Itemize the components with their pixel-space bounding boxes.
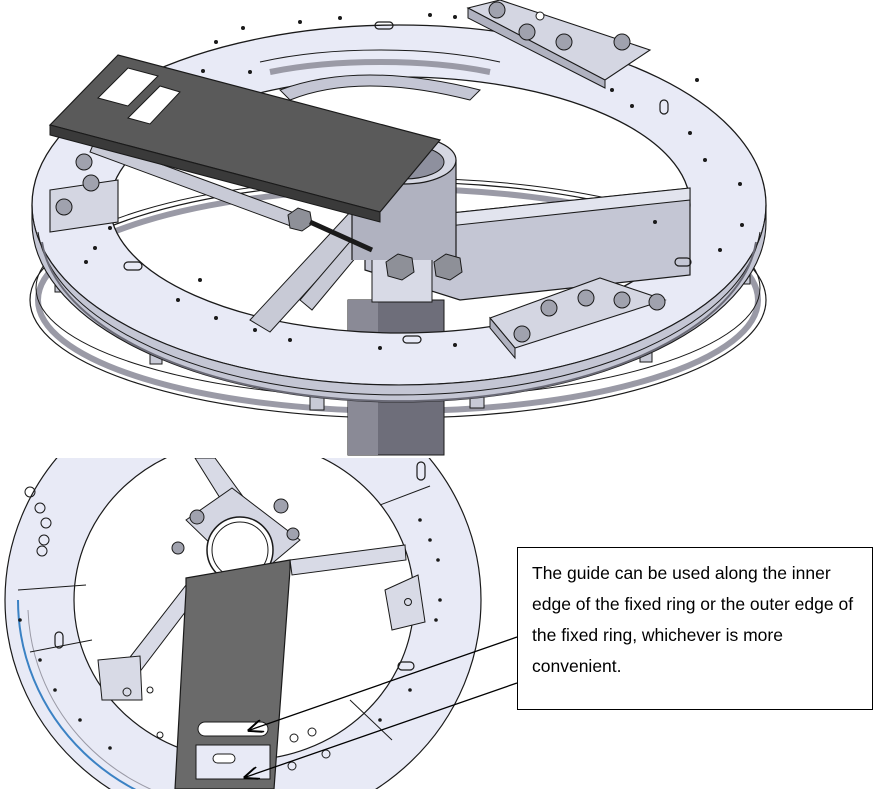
arrow-icon (250, 636, 518, 730)
slot-mark-icon (123, 21, 692, 344)
bracket-left (97, 655, 143, 701)
callout-box: The guide can be used along the inner ed… (517, 547, 873, 710)
hex-bolt-icon (171, 498, 300, 555)
hex-bolt-icon (287, 207, 463, 281)
arrow-icon (246, 682, 518, 777)
guide-plate (48, 54, 442, 223)
ring-holes (84, 13, 744, 350)
hex-bolt-icon (55, 1, 666, 343)
bottom-plan-view (4, 458, 518, 789)
guide-plate-plan (174, 559, 291, 789)
slot-mark-icon (54, 461, 426, 671)
callout-text: The guide can be used along the inner ed… (532, 563, 854, 676)
bracket-right (384, 574, 426, 631)
top-isometric-view (29, 0, 767, 456)
ring-holes-plan (24, 486, 331, 771)
outer-edge-highlight (17, 599, 137, 789)
